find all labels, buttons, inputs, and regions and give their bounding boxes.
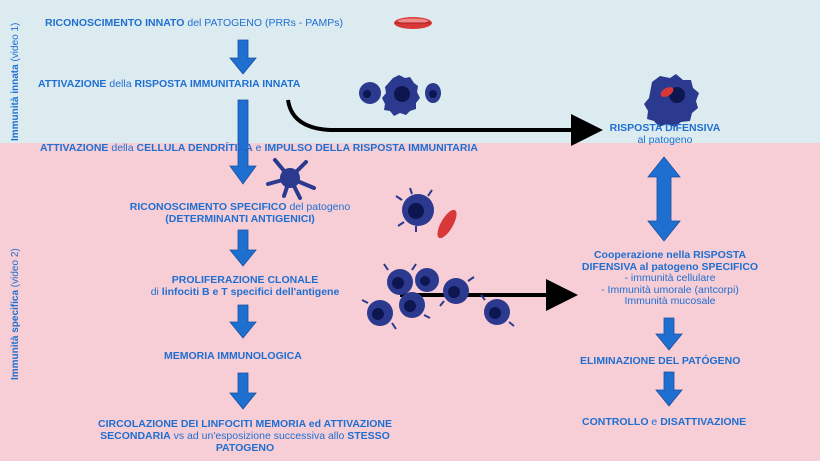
- right-down-arrow-1: [655, 317, 683, 351]
- step-pathogen-elimination: ELIMINAZIONE DEL PATÓGENO: [580, 355, 741, 367]
- step-dendritic-activation: ATTIVAZIONE della CELLULA DENDRÍTICA e I…: [40, 142, 478, 154]
- b-cell-recognition-icon: [395, 187, 457, 239]
- step-defensive-response: RISPOSTA DIFENSIVA al patogeno: [609, 122, 721, 146]
- step-specific-recognition: RICONOSCIMENTO SPECIFICO del patogeno (D…: [129, 201, 351, 225]
- pathogen-icon-top: [394, 17, 432, 29]
- step-clonal-proliferation: PROLIFERAZIONE CLONALE di linfociti B e …: [150, 274, 340, 298]
- right-down-arrow-2: [655, 371, 683, 407]
- step-cooperation: Cooperazione nella RISPOSTA DIFENSIVA al…: [581, 249, 759, 307]
- curved-arrow: [286, 99, 603, 146]
- step-innate-activation: ATTIVAZIONE della RISPOSTA IMMUNITARIA I…: [38, 78, 301, 90]
- innate-cells-icon: [359, 75, 441, 116]
- step-control-deactivation: CONTROLLO e DISATTIVAZIONE: [582, 416, 747, 428]
- dendritic-cell-icon: [266, 158, 316, 200]
- down-arrow-6: [229, 372, 257, 410]
- clonal-cells-icon: [361, 263, 515, 330]
- down-arrow-4: [229, 229, 257, 267]
- step-immunological-memory: MEMORIA IMMUNOLOGICA: [164, 350, 302, 362]
- down-arrow-1: [229, 39, 257, 75]
- step-innate-recognition: RICONOSCIMENTO INNATO del PATOGENO (PRRs…: [45, 17, 343, 29]
- down-arrow-5: [229, 304, 257, 339]
- double-arrow: [647, 156, 681, 242]
- step-memory-circulation: CIRCOLAZIONE DEI LINFOCITI MEMORIA ed AT…: [98, 418, 392, 454]
- phagocyte-icon: [644, 74, 699, 127]
- down-arrow-3: [229, 149, 257, 185]
